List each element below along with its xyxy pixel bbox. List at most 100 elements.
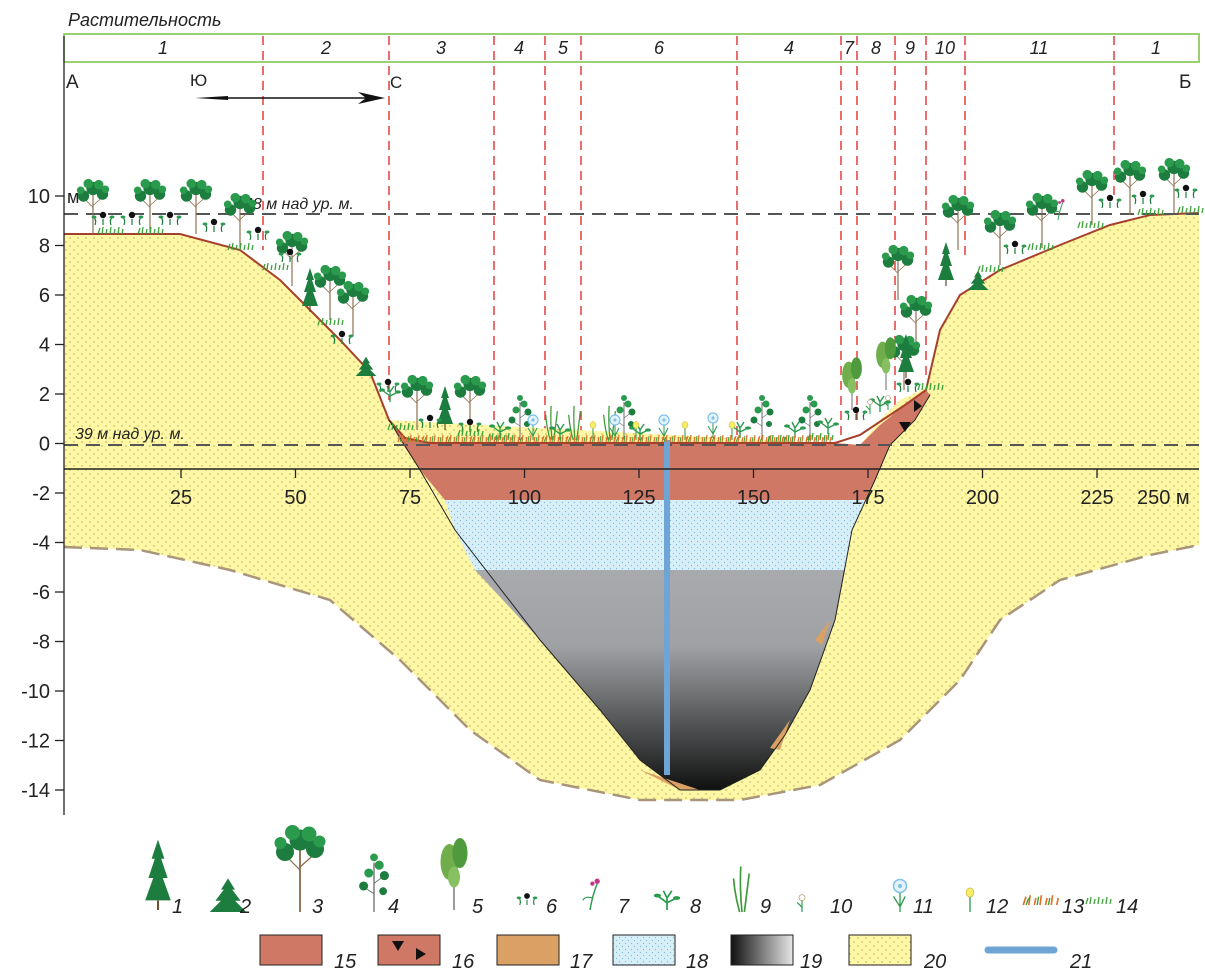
x-tick-label: 150 [737, 487, 770, 509]
grass-icon [97, 226, 124, 235]
direction-north-label: С [390, 73, 402, 92]
grass-icon [137, 226, 164, 235]
legend-number: 15 [334, 951, 357, 973]
tilted-block-symbols [899, 400, 922, 432]
zone-label: 1 [1151, 38, 1161, 58]
x-tick-label: 75 [399, 487, 421, 509]
herb-icon [378, 385, 402, 403]
y-tick-label: 6 [39, 285, 50, 307]
birch-tree-icon [881, 244, 915, 301]
berry-shrub-icon [1002, 240, 1028, 255]
grass-icon [262, 262, 289, 271]
legend-spruce-tree-icon [144, 838, 172, 911]
birch-tree-icon [76, 178, 110, 235]
vegetation-title: Растительность [68, 10, 221, 30]
zone-label: 3 [436, 38, 446, 58]
legend-orange-layer-swatch [496, 934, 560, 966]
y-tick-label: -8 [32, 632, 50, 654]
legend-young-tree-icon [358, 852, 390, 913]
sedge-grass-icon [781, 434, 808, 443]
berry-shrub-icon [1173, 184, 1199, 199]
legend-number: 8 [690, 896, 701, 918]
birch-tree-icon [1113, 159, 1147, 216]
legend-number: 16 [452, 951, 475, 973]
legend-number: 2 [239, 896, 251, 918]
peat-surface-line [64, 212, 1200, 444]
legend-number: 7 [618, 896, 630, 918]
y-tick-label: -2 [32, 483, 50, 505]
zone-label: 7 [844, 38, 855, 58]
legend-herb-icon [652, 889, 682, 911]
grass-icon [767, 434, 794, 443]
deciduous-bush-icon [875, 336, 897, 391]
y-tick-label: -12 [21, 731, 50, 753]
grass-icon [1177, 205, 1204, 214]
birch-tree-icon [336, 280, 370, 337]
legend-tilted-block-swatch [377, 934, 441, 966]
spruce-tree-icon [436, 385, 454, 431]
grass-icon [1077, 220, 1104, 229]
legend-number: 21 [1069, 951, 1092, 973]
yellow-flower-icon [728, 421, 736, 441]
birch-tree-icon [941, 194, 975, 251]
legend-pink-flower-icon [582, 877, 601, 911]
zone-label: 6 [654, 38, 665, 58]
birch-tree-icon [223, 192, 257, 249]
x-tick-label: 100 [508, 487, 541, 509]
zone-label: 8 [871, 38, 881, 58]
blue-layer [445, 500, 865, 570]
legend-number: 10 [830, 896, 852, 918]
x-tick-label: 200 [966, 487, 999, 509]
young-tree-icon [798, 394, 822, 441]
legend-number: 14 [1116, 896, 1138, 918]
legend-gyttja-swatch [730, 934, 794, 966]
birch-tree-icon [1025, 192, 1059, 249]
x-tick-label: 50 [284, 487, 306, 509]
legend-number: 1 [172, 896, 183, 918]
x-tick-label: 175 [851, 487, 884, 509]
sand-lower-boundary [63, 543, 1200, 802]
upper-level-label: 48 м над ур. м. [244, 196, 354, 213]
deciduous-bush-icon [841, 356, 863, 411]
berry-shrub-icon [843, 406, 869, 421]
lower-level-label: 39 м над ур. м. [75, 426, 185, 443]
zone-label: 5 [558, 38, 569, 58]
zone-label: 2 [320, 38, 331, 58]
y-tick-label: 0 [39, 434, 50, 456]
direction-arrow [195, 92, 385, 104]
grass-icon [807, 432, 834, 441]
zone-label: 4 [784, 38, 794, 58]
y-tick-label: -6 [32, 582, 50, 604]
berry-shrub-icon [245, 226, 271, 241]
grass-icon [227, 242, 254, 251]
legend-number: 20 [923, 951, 946, 973]
legend-number: 6 [546, 896, 558, 918]
y-tick-label: -14 [21, 780, 50, 802]
legend-deciduous-bush-icon [439, 837, 469, 911]
legend-blue-layer-swatch [612, 934, 676, 966]
legend-sand-swatch [848, 934, 912, 966]
zone-label: 1 [158, 38, 168, 58]
y-unit-label: м [67, 187, 79, 207]
berry-shrub-icon [895, 378, 921, 393]
legend-berry-shrub-icon [516, 892, 538, 906]
berry-shrub-icon [417, 414, 443, 429]
birch-tree-icon [179, 178, 213, 235]
birch-tree-icon [983, 209, 1017, 266]
berry-shrub-icon [1130, 190, 1156, 205]
x-tick-label: 125 [622, 487, 655, 509]
berry-shrub-icon [1097, 194, 1123, 209]
profile-start-label: А [66, 72, 79, 93]
legend-reed-icon [732, 865, 751, 913]
legend-yellow-flower-icon [965, 887, 975, 913]
birch-tree-icon [133, 178, 167, 235]
y-tick-label: -10 [21, 681, 50, 703]
legend-number: 4 [388, 896, 399, 918]
herb-icon [816, 417, 840, 435]
berry-shrub-icon [201, 218, 227, 233]
